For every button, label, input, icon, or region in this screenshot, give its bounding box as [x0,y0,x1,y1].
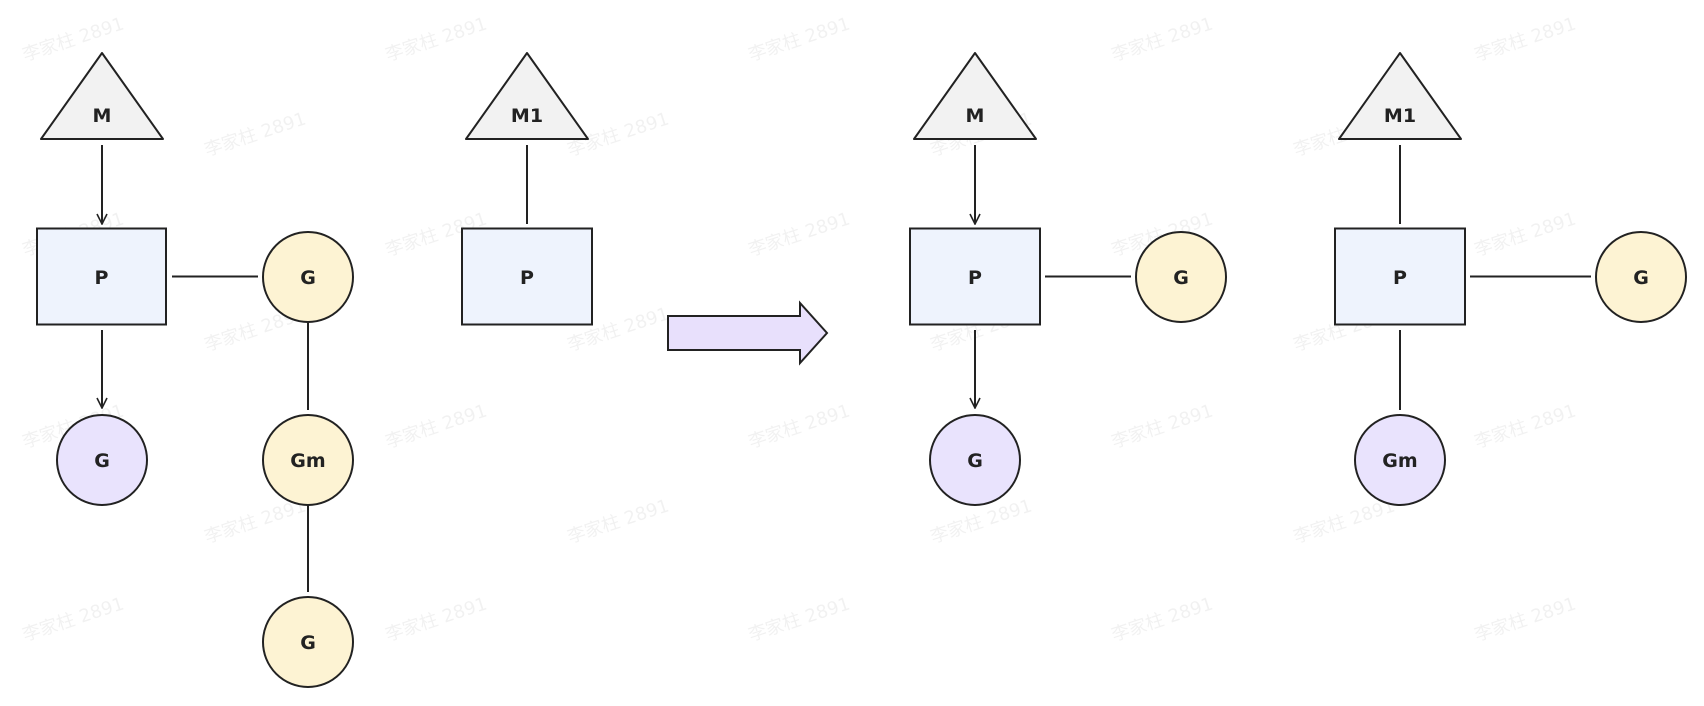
circle-shape [262,414,354,506]
rect-shape [36,227,167,326]
circle-shape [262,596,354,688]
watermark-text: 李家柱 2891 [746,208,853,261]
goroutine-g-queue-label: G [1173,267,1189,289]
watermark-text: 李家柱 2891 [20,13,127,66]
watermark-text: 李家柱 2891 [565,495,672,548]
goroutine-gm-local-label: Gm [1382,450,1417,472]
rect-shape [1334,227,1466,326]
watermark-text: 李家柱 2891 [383,13,490,66]
machine-m-node: M [913,52,1037,140]
watermark-text: 李家柱 2891 [383,593,490,646]
machine-m1-label: M1 [511,105,543,127]
processor-p2-label: P [520,267,534,289]
triangle-shape [40,52,164,140]
watermark-text: 李家柱 2891 [1472,208,1579,261]
processor-p-label: P [968,267,982,289]
circle-shape [1354,414,1446,506]
goroutine-g-queue-node: G [1135,231,1227,323]
watermark-text: 李家柱 2891 [1472,593,1579,646]
triangle-shape [1338,52,1462,140]
goroutine-g-local-node: G [929,414,1021,506]
processor-p2-label: P [1393,267,1407,289]
watermark-text: 李家柱 2891 [746,593,853,646]
goroutine-g-queue-bottom-node: G [262,596,354,688]
circle-shape [929,414,1021,506]
goroutine-g-local-label: G [94,450,110,472]
machine-m1-node: M1 [465,52,589,140]
watermark-text: 李家柱 2891 [1109,400,1216,453]
machine-m-node: M [40,52,164,140]
goroutine-g-queue2-node: G [1595,231,1687,323]
processor-p2-node: P [461,227,593,326]
goroutine-g-local-node: G [56,414,148,506]
goroutine-gm-node: Gm [262,414,354,506]
transition-arrow-icon [667,300,829,366]
circle-shape [56,414,148,506]
triangle-shape [913,52,1037,140]
machine-m1-node: M1 [1338,52,1462,140]
goroutine-g-queue-bottom-label: G [300,632,316,654]
machine-m1-label: M1 [1384,105,1416,127]
watermark-text: 李家柱 2891 [746,13,853,66]
watermark-text: 李家柱 2891 [20,593,127,646]
watermark-text: 李家柱 2891 [746,400,853,453]
processor-p2-node: P [1334,227,1466,326]
goroutine-g-queue-label: G [300,267,316,289]
rect-shape [909,227,1041,326]
circle-shape [262,231,354,323]
goroutine-gm-label: Gm [290,450,325,472]
watermark-text: 李家柱 2891 [1291,495,1398,548]
watermark-text: 李家柱 2891 [1109,13,1216,66]
watermark-text: 李家柱 2891 [202,108,309,161]
goroutine-g-queue2-label: G [1633,267,1649,289]
goroutine-gm-local-node: Gm [1354,414,1446,506]
watermark-text: 李家柱 2891 [383,400,490,453]
machine-m-label: M [966,105,985,127]
triangle-shape [465,52,589,140]
before-state: M P G G Gm G M1 [36,52,593,688]
watermark-text: 李家柱 2891 [1109,593,1216,646]
circle-shape [1135,231,1227,323]
watermark-text: 李家柱 2891 [1472,400,1579,453]
machine-m-label: M [93,105,112,127]
processor-p-node: P [36,227,167,326]
processor-p-node: P [909,227,1041,326]
watermark-text: 李家柱 2891 [1472,13,1579,66]
rect-shape [461,227,593,326]
circle-shape [1595,231,1687,323]
goroutine-g-queue-node: G [262,231,354,323]
after-state: M P G G M1 P G [909,52,1687,506]
goroutine-g-local-label: G [967,450,983,472]
processor-p-label: P [95,267,109,289]
